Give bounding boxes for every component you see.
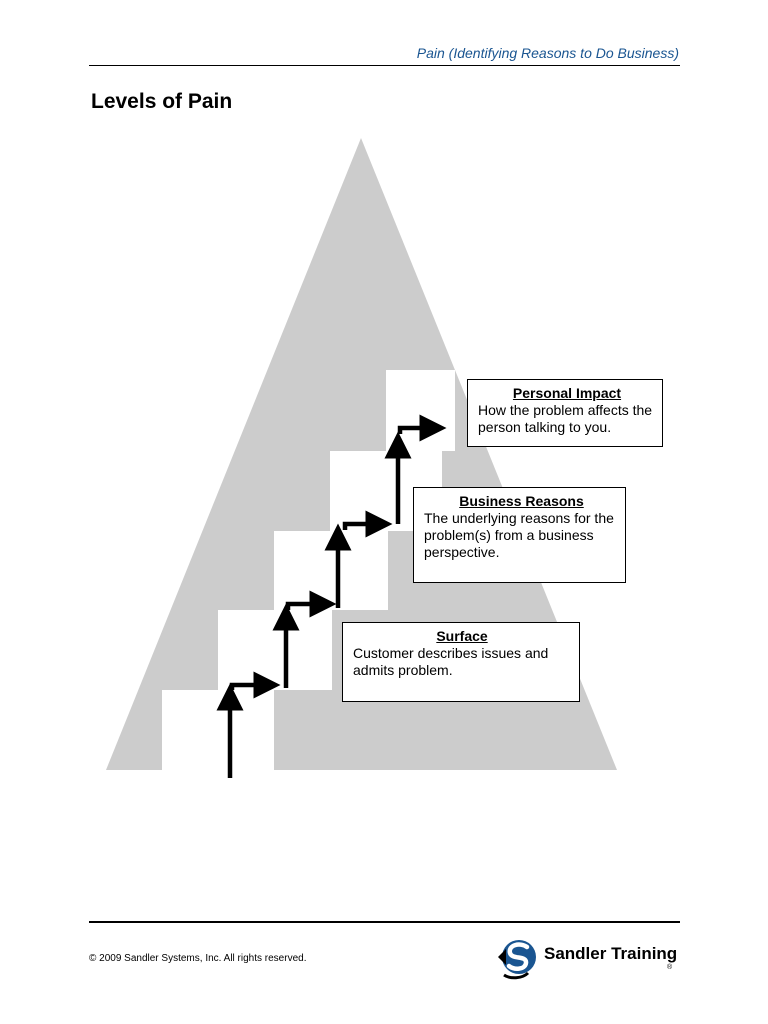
page-title: Levels of Pain (91, 90, 233, 113)
level-title: Business Reasons (459, 493, 584, 509)
step-arrow-icon (229, 671, 281, 699)
level-box-business-reasons: Business Reasons The underlying reasons … (413, 487, 626, 583)
level-description: How the problem affects the person talki… (478, 402, 653, 435)
level-title: Personal Impact (512, 385, 622, 401)
sandler-s-logo-icon (498, 940, 536, 980)
step-arrow-icon (397, 414, 447, 442)
footer-divider (89, 921, 680, 923)
sandler-logo: Sandler Training ® (496, 935, 686, 980)
running-header: Pain (Identifying Reasons to Do Business… (416, 45, 679, 61)
level-description: Customer describes issues and admits pro… (353, 645, 549, 678)
copyright-text: © 2009 Sandler Systems, Inc. All rights … (89, 953, 307, 964)
step-arrow-icon (285, 590, 337, 618)
level-title: Surface (436, 628, 488, 644)
staircase-cutout (162, 370, 455, 770)
step-arrow-icon (342, 510, 393, 538)
level-box-personal-impact: Personal Impact How the problem affects … (467, 379, 663, 447)
header-divider (89, 65, 680, 66)
brand-name: Sandler Training (544, 944, 678, 963)
level-description: The underlying reasons for the problem(s… (424, 510, 614, 560)
step-arrows (216, 414, 447, 778)
registered-mark: ® (667, 964, 673, 971)
level-box-surface: Surface Customer describes issues and ad… (342, 622, 580, 702)
pain-pyramid-diagram (106, 138, 617, 778)
